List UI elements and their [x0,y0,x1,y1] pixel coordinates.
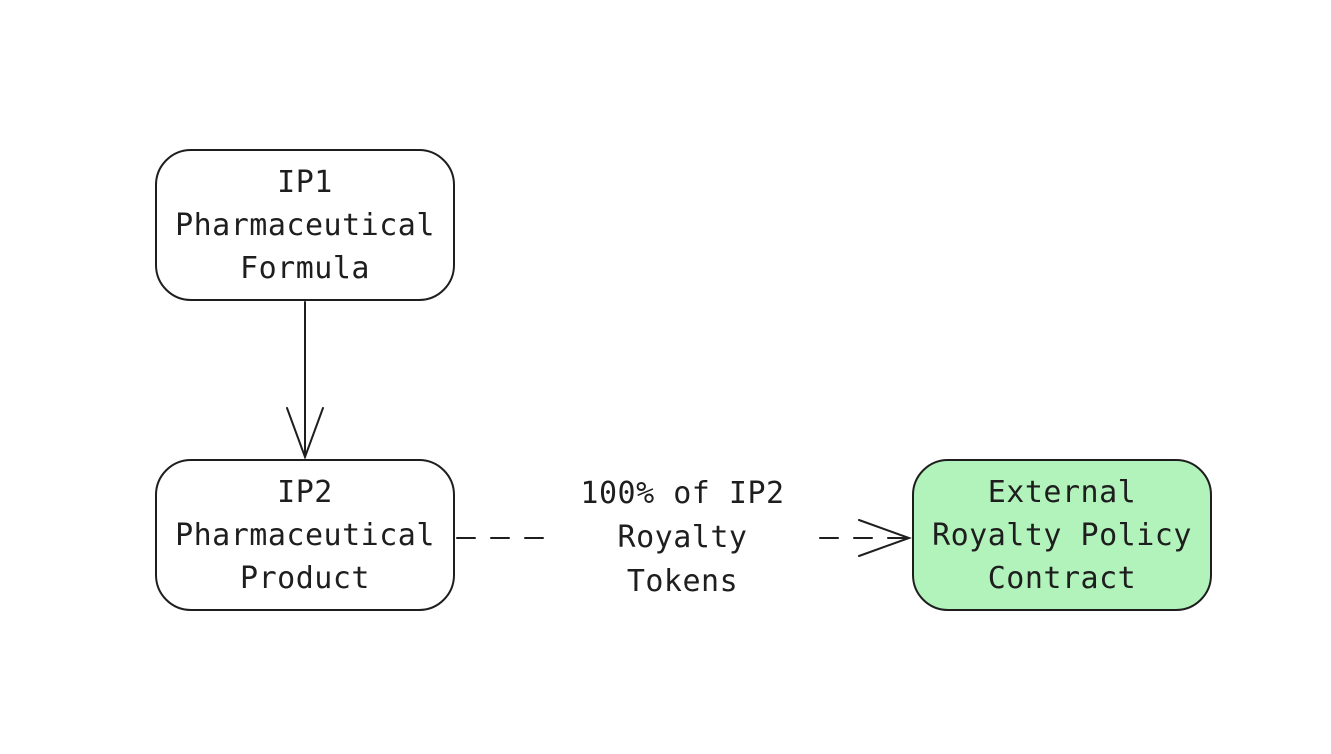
node-ip2-pharmaceutical-product[interactable]: IP2 Pharmaceutical Product [155,459,455,611]
node-ip1-line-2: Pharmaceutical [175,207,435,243]
node-ip2-line-3: Product [240,560,370,596]
node-external-line-2: Royalty Policy [932,517,1192,553]
edge-label-line-1: 100% of IP2 [580,476,785,511]
node-ip2-line-2: Pharmaceutical [175,517,435,553]
node-ip2-line-1: IP2 [277,474,333,510]
edge-label-line-2: Royalty [617,520,748,555]
edge-ip1-to-ip2 [286,301,324,460]
edge-ip2-to-external-label: 100% of IP2 Royalty Tokens [550,472,815,604]
node-external-line-1: External [987,474,1137,510]
node-external-royalty-policy-contract[interactable]: External Royalty Policy Contract [912,459,1212,611]
edge-ip2-to-external-arrowhead [858,519,912,557]
node-ip1-pharmaceutical-formula[interactable]: IP1 Pharmaceutical Formula [155,149,455,301]
node-ip1-line-3: Formula [240,250,370,286]
edge-label-line-3: Tokens [626,564,739,599]
edge-ip1-to-ip2-arrowhead [286,407,324,460]
node-external-line-3: Contract [987,560,1137,596]
node-ip1-line-1: IP1 [277,164,333,200]
edge-ip2-to-external [456,519,912,557]
